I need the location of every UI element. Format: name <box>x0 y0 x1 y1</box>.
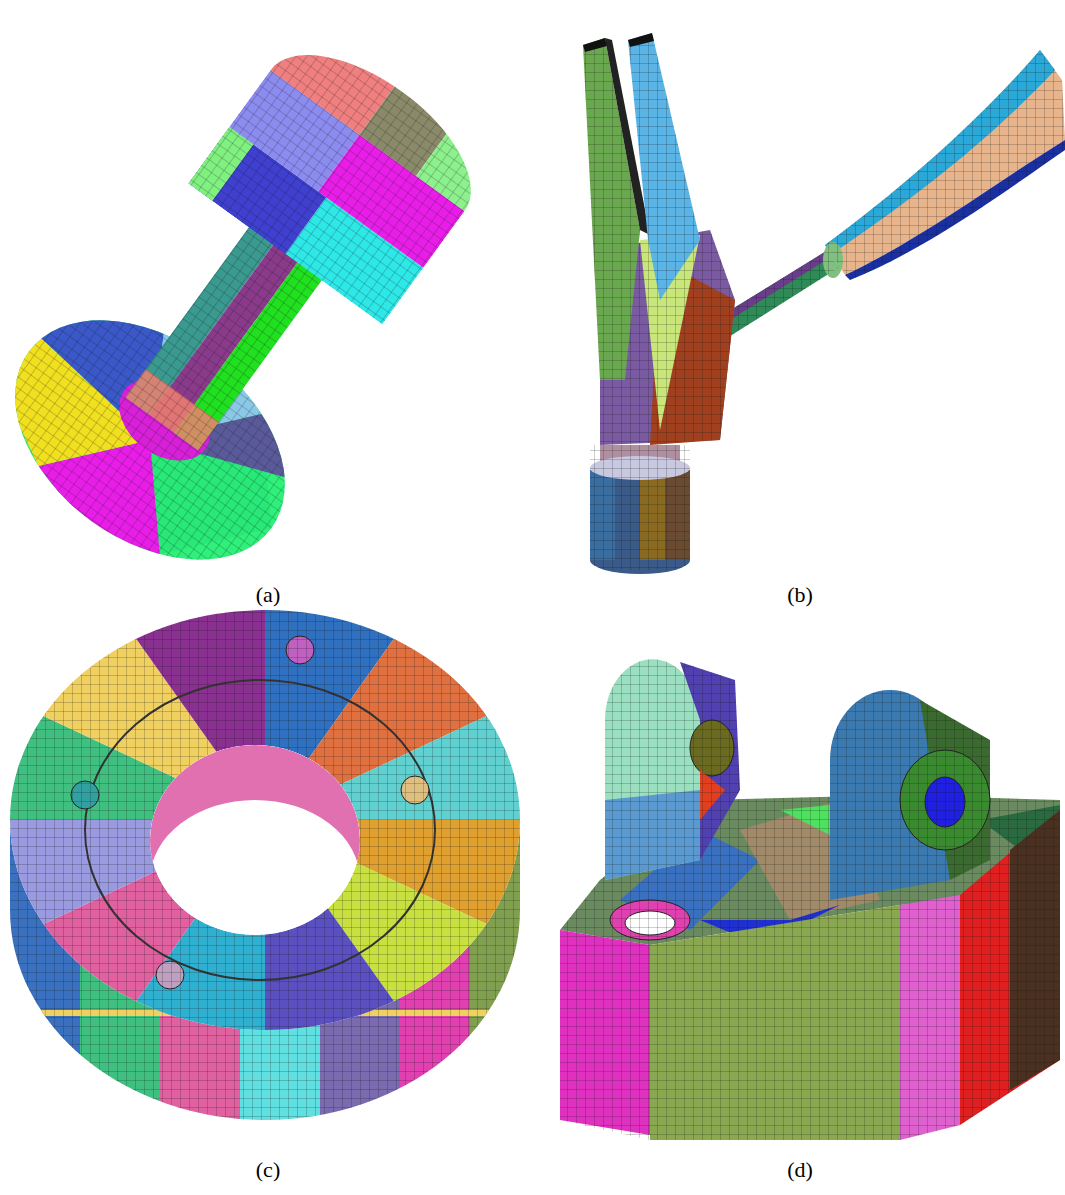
panel-label: (b) <box>787 582 813 608</box>
figure-a <box>0 0 544 623</box>
panel-label: (a) <box>256 582 280 608</box>
figure-d <box>550 650 1065 1145</box>
figure-b <box>580 30 1065 574</box>
panel-label: (d) <box>787 1157 813 1183</box>
figure-c <box>0 560 585 1140</box>
panel-label: (c) <box>256 1157 280 1183</box>
